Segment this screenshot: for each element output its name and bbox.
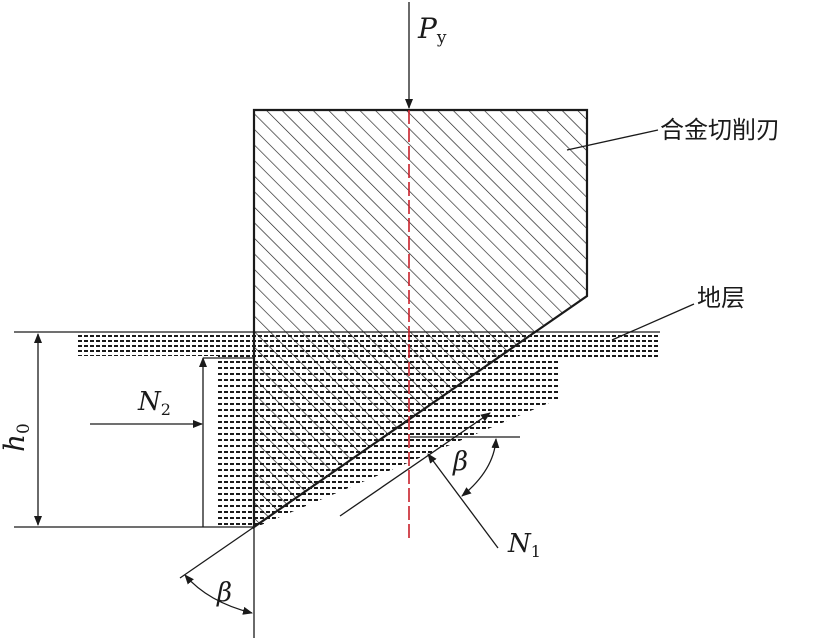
blade-callout-leader	[566, 129, 659, 151]
force-n1-label: N1	[507, 529, 541, 561]
cutting-face-extension	[179, 526, 255, 579]
upper-angle-arc	[461, 438, 500, 497]
alloy-cutting-blade	[252, 108, 589, 530]
lower-angle-label: β	[216, 578, 232, 608]
upper-angle-label: β	[452, 447, 468, 477]
stratum-label: 地层	[697, 284, 745, 312]
lower-angle-arc	[184, 574, 253, 615]
stratum-callout-leader	[611, 303, 695, 341]
force-n2-label: N2	[137, 387, 171, 419]
force-n1-arrow	[427, 453, 499, 549]
blade-label: 合金切削刃	[660, 116, 780, 144]
cutting-face-parallel-arrow	[339, 412, 491, 517]
force-py-label: Py	[417, 12, 447, 48]
svg-text:h0: h0	[0, 423, 34, 452]
depth-label: h0	[0, 423, 34, 452]
